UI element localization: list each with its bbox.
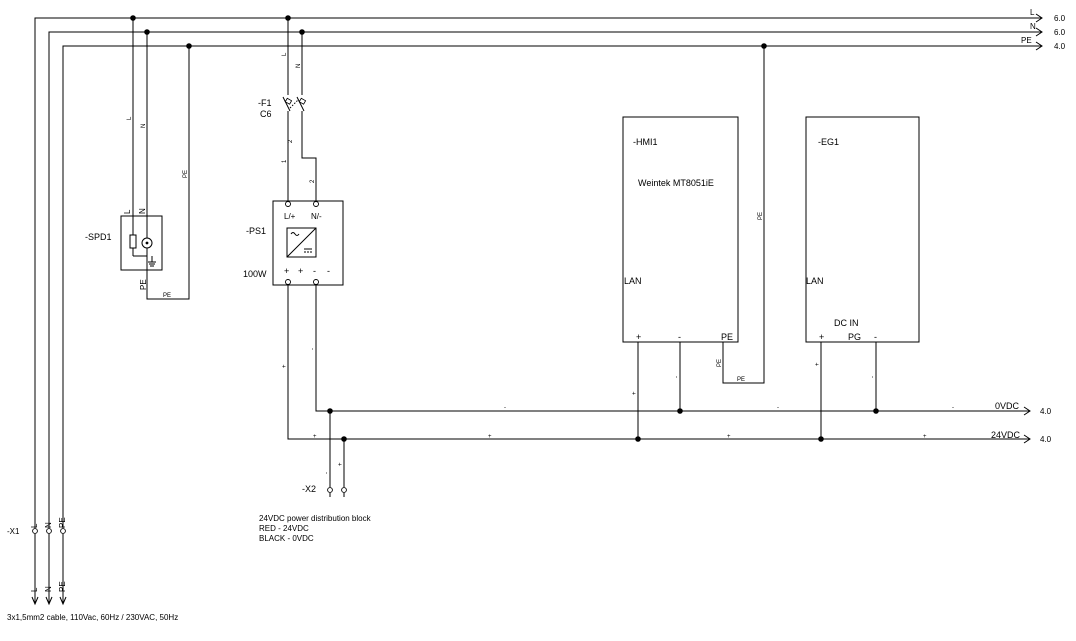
breaker-icon bbox=[284, 97, 293, 105]
x1-pe-label: PE bbox=[58, 517, 67, 528]
hmi1-minus: - bbox=[678, 332, 681, 342]
x1-l-terminal bbox=[32, 528, 38, 534]
rail-n-ref: 6.0 bbox=[1054, 28, 1066, 37]
x1-l-label: L bbox=[30, 523, 39, 528]
hmi1-pe-horiz-mark: PE bbox=[737, 377, 745, 383]
spd1-wire-l-mark: L bbox=[127, 116, 133, 120]
spd1-term-n: N bbox=[138, 208, 147, 214]
x2-terminal: - + -X2 24VDC power distribution block R… bbox=[259, 411, 372, 543]
ps1-name: -PS1 bbox=[246, 226, 266, 236]
hmi1-minus-wire-mark: - bbox=[674, 376, 680, 378]
ps1-box bbox=[272, 200, 344, 286]
rail-24vdc-ref: 4.0 bbox=[1040, 435, 1052, 444]
x1-cable-note: 3x1,5mm2 cable, 110Vac, 60Hz / 230VAC, 5… bbox=[7, 613, 178, 622]
f1-term-out-n: 2 bbox=[310, 179, 316, 183]
rail-24vdc: + + + + + 24VDC 4.0 bbox=[282, 285, 1052, 444]
hmi1-plus-wire-mark: + bbox=[632, 391, 638, 395]
x1-terminal: -X1 L N PE L N PE 3x1,5mm2 cable, 110Vac… bbox=[7, 517, 178, 622]
ps1-supply: L/+ N/- + + - - -PS1 100W bbox=[243, 200, 344, 286]
eg1-minus: - bbox=[874, 332, 877, 342]
rail-24vdc-mark-2: + bbox=[727, 434, 731, 440]
x2-minus-mark: - bbox=[324, 472, 330, 474]
x2-note-line2: RED - 24VDC bbox=[259, 524, 309, 533]
eg1-minus-wire-mark: - bbox=[870, 376, 876, 378]
rail-24vdc-mark-1: + bbox=[488, 434, 492, 440]
x2-name: -X2 bbox=[302, 484, 316, 494]
rail-n: N 6.0 bbox=[48, 22, 1066, 528]
spd1-pe-return-mark: PE bbox=[163, 293, 171, 299]
rail-l: L 6.0 bbox=[34, 8, 1066, 528]
ps1-term-l: L/+ bbox=[284, 212, 296, 221]
ps1-out-minus-2: - bbox=[327, 266, 330, 276]
junction-dots bbox=[130, 15, 879, 442]
eg1-device: -EG1 LAN DC IN + PG - + - bbox=[805, 116, 920, 439]
hmi1-name: -HMI1 bbox=[633, 137, 658, 147]
rail-0vdc-label: 0VDC bbox=[995, 401, 1020, 411]
x2-note-line1: 24VDC power distribution block bbox=[259, 514, 372, 523]
eg1-name: -EG1 bbox=[818, 137, 839, 147]
f1-breaker: L N -F1 C6 2 1 2 bbox=[258, 18, 317, 201]
rail-0vdc-ref: 4.0 bbox=[1040, 407, 1052, 416]
ps1-out-plus-2: + bbox=[298, 266, 303, 276]
f1-rating: C6 bbox=[260, 109, 272, 119]
x1-cable-l-label: L bbox=[30, 587, 39, 592]
rail-pe-label: PE bbox=[1021, 36, 1032, 45]
rail-pe: PE 4.0 bbox=[62, 36, 1066, 528]
x1-pe-terminal bbox=[60, 528, 66, 534]
rail-n-label: N bbox=[1030, 22, 1036, 31]
ac-dc-converter-icon bbox=[286, 227, 317, 258]
ps1-power: 100W bbox=[243, 269, 267, 279]
eg1-pg: PG bbox=[848, 332, 861, 342]
rail-0vdc: - - - - 0VDC 4.0 bbox=[310, 285, 1052, 416]
hmi1-plus: + bbox=[636, 332, 641, 342]
eg1-plus-wire-mark: + bbox=[815, 362, 821, 366]
hmi1-pe: PE bbox=[721, 332, 733, 342]
spd1-name: -SPD1 bbox=[85, 232, 112, 242]
rail-0vdc-mark-2: - bbox=[777, 405, 779, 411]
spd1-box bbox=[120, 215, 163, 271]
rail-pe-ref: 4.0 bbox=[1054, 42, 1066, 51]
ps1-term-n: N/- bbox=[311, 212, 322, 221]
ps1-minus-wire-mark: - bbox=[310, 348, 316, 350]
f1-wire-n-mark: N bbox=[296, 64, 302, 68]
rail-0vdc-mark-3: - bbox=[952, 405, 954, 411]
rail-24vdc-label: 24VDC bbox=[991, 430, 1021, 440]
eg1-dcin: DC IN bbox=[834, 318, 859, 328]
x2-note-line3: BLACK - 0VDC bbox=[259, 534, 314, 543]
rail-0vdc-mark-1: - bbox=[504, 405, 506, 411]
x1-n-label: N bbox=[44, 522, 53, 528]
eg1-plus: + bbox=[819, 332, 824, 342]
f1-term-out-l: 2 bbox=[288, 139, 294, 143]
hmi1-lan: LAN bbox=[624, 276, 642, 286]
x1-cable-n-label: N bbox=[44, 586, 53, 592]
rail-l-label: L bbox=[1030, 8, 1035, 17]
spd1-wire-n-mark: N bbox=[141, 124, 147, 128]
hmi1-device: -HMI1 Weintek MT8051iE LAN + - PE + - PE… bbox=[622, 46, 765, 439]
ps1-out-plus-1: + bbox=[284, 266, 289, 276]
eg1-box bbox=[805, 116, 920, 343]
hmi1-model: Weintek MT8051iE bbox=[638, 178, 714, 188]
x1-cable-pe-label: PE bbox=[58, 581, 67, 592]
ps1-out-minus-1: - bbox=[313, 266, 316, 276]
ps1-plus-wire-mark: + bbox=[282, 364, 288, 368]
spd1-term-l: L bbox=[123, 209, 132, 214]
x2-plus-mark: + bbox=[338, 462, 344, 466]
f1-wire-l-mark: L bbox=[282, 52, 288, 56]
f1-term-in-l: 1 bbox=[282, 159, 288, 163]
rail-24vdc-mark-0: + bbox=[313, 434, 317, 440]
spd1-block: L N PE PE L N PE -SPD1 bbox=[85, 18, 190, 300]
spd1-term-pe: PE bbox=[139, 279, 148, 290]
x1-n-terminal bbox=[46, 528, 52, 534]
spd1-wire-pe-mark: PE bbox=[183, 170, 189, 178]
f1-name: -F1 bbox=[258, 98, 272, 108]
hmi1-pe-wire-mark: PE bbox=[758, 212, 764, 220]
hmi1-box bbox=[622, 116, 739, 343]
hmi1-pe-vert-mark: PE bbox=[717, 359, 723, 367]
rail-24vdc-mark-3: + bbox=[923, 434, 927, 440]
rail-l-ref: 6.0 bbox=[1054, 14, 1066, 23]
eg1-lan: LAN bbox=[806, 276, 824, 286]
varistor-icon bbox=[129, 234, 137, 249]
x1-name: -X1 bbox=[7, 527, 20, 536]
